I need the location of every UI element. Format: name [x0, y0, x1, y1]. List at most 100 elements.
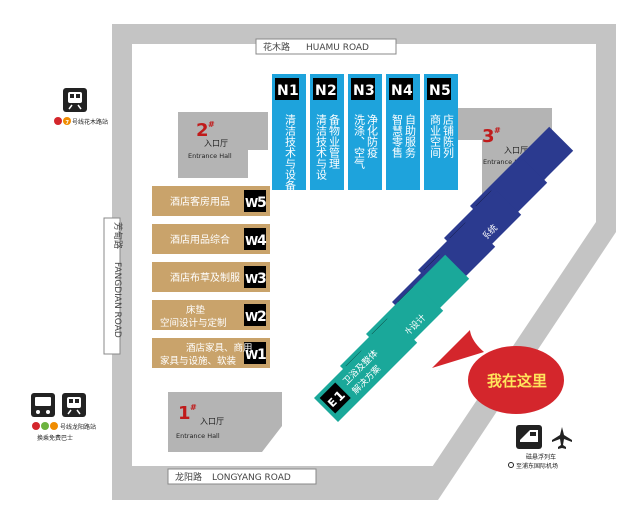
road-north-label: 花木路 HUAMU ROAD	[255, 38, 397, 55]
hall-badge-number: 1	[257, 347, 267, 363]
you-are-here-pointer	[432, 330, 484, 368]
entrance-hall-2: 2 # 入口厅 Entrance Hall	[178, 112, 268, 178]
hall-label: 酒店用品综合	[170, 233, 230, 246]
hall-label: 酒店布草及制服	[170, 271, 240, 284]
airport-label: 至浦东国际机场	[516, 462, 558, 470]
hall-label-line2: 家具与设施、软装	[160, 355, 237, 367]
hall-badge-icon	[244, 228, 266, 250]
hall-badge-letter: N	[277, 83, 289, 99]
hall-badge-letter: N	[429, 83, 441, 99]
hall-badge-letter: N	[391, 83, 403, 99]
metro-line-2-icon	[41, 422, 49, 430]
hall-badge-icon	[244, 304, 266, 326]
hall-label: 备物业管理	[328, 113, 341, 169]
hall-badge-icon	[319, 382, 351, 414]
entrance-1-cn: 入口厅	[200, 417, 224, 426]
hall-badge-letter: N	[353, 83, 365, 99]
you-are-here-bubble	[468, 346, 564, 414]
hall-badge-number: 3	[365, 83, 375, 99]
hall-badge-icon	[427, 78, 451, 100]
hall-label: 商业空间	[429, 113, 442, 159]
maglev-label: 磁悬浮列车	[526, 453, 556, 461]
hall-badge-icon	[244, 190, 266, 212]
hall-label: 酒店客房用品	[170, 195, 230, 208]
road-north-en: HUAMU ROAD	[306, 43, 369, 53]
hall-badge-number: 2	[327, 83, 337, 99]
hall-label-line1: 酒店家具、商用	[186, 342, 253, 354]
metro-line-number: 7	[66, 120, 70, 126]
metro-line-logo-icon	[54, 117, 62, 125]
hall-badge-number: 4	[403, 83, 413, 99]
hall-badge-icon	[244, 266, 266, 288]
hall-badge-icon	[389, 78, 413, 100]
entrance-3-cn: 入口厅	[504, 146, 528, 155]
bullet-icon	[508, 462, 514, 468]
road-north-band	[112, 24, 616, 44]
hall-badge-number: 5	[257, 195, 267, 211]
hall-badge-number: 3	[257, 271, 267, 287]
metro-line-7-icon-2	[50, 422, 58, 430]
road-west-en: FANGDIAN ROAD	[112, 262, 122, 338]
entrance-1-number: 1	[178, 403, 191, 424]
road-west-cn: 芳甸路	[112, 222, 124, 249]
hall-badge-letter: W	[245, 310, 258, 324]
hall-label: 店铺陈列	[442, 113, 455, 159]
road-west-label: 芳甸路 FANGDIAN ROAD	[103, 217, 124, 355]
entrance-hall-1: 1 # 入口厅 Entrance Hall	[168, 392, 282, 452]
hall-badge-icon	[313, 78, 337, 100]
metro-line-7-icon	[63, 117, 71, 125]
hall-w5[interactable]: W5 酒店客房用品	[152, 186, 270, 216]
maglev-airport: 磁悬浮列车 至浦东国际机场	[508, 424, 576, 470]
hall-badge-icon	[244, 342, 266, 364]
entrance-3-number: 3	[482, 126, 495, 147]
hall-badge-number: 2	[257, 309, 267, 325]
road-west-band	[112, 24, 132, 500]
entrance-1-en: Entrance Hall	[176, 432, 220, 440]
hall-badge-letter: W	[245, 348, 258, 362]
road-south-label: 龙阳路 LONGYANG ROAD	[167, 468, 317, 485]
hall-badge-number: 5	[441, 83, 451, 99]
entrance-2-cn: 入口厅	[204, 139, 228, 148]
hall-label-line1: 床垫	[186, 304, 206, 316]
airplane-icon	[552, 427, 572, 449]
west-halls: W5酒店客房用品W4酒店用品综合W3酒店布草及制服W2床垫空间设计与定制W1酒店…	[152, 186, 270, 368]
hall-label: 洗涤、空气	[353, 114, 366, 169]
hall-label: 自助服务	[404, 114, 417, 158]
hall-badge-number: 4	[257, 233, 267, 249]
entrance-2-number: 2	[196, 120, 209, 141]
road-east-band	[596, 24, 616, 232]
road-north-cn: 花木路	[263, 41, 290, 53]
hall-badge-number: 1	[289, 83, 299, 99]
hall-label: 净化防疫	[366, 113, 379, 159]
metro-huamu-station: 7 号线花木路站	[54, 88, 108, 126]
entrance-1-sup: #	[190, 403, 197, 412]
road-south-cn: 龙阳路	[175, 471, 202, 483]
metro-logo-icon-2	[32, 422, 40, 430]
hall-label: 智慧零售	[391, 113, 404, 159]
hall-badge-icon	[351, 78, 375, 100]
metro-huamu-label: 号线花木路站	[72, 118, 108, 126]
shuttle-label: 换乘免费巴士	[37, 434, 73, 442]
you-are-here-marker[interactable]: 我在这里	[432, 330, 564, 414]
hall-badge-letter: N	[315, 83, 327, 99]
longyang-station-label: 号线龙阳路站	[60, 423, 96, 431]
hall-label-line2: 空间设计与定制	[160, 317, 227, 329]
entrance-2-sup: #	[208, 120, 215, 129]
hall-badge-letter: W	[245, 196, 258, 210]
longyang-station: 号线龙阳路站 换乘免费巴士	[31, 393, 96, 442]
road-south-en: LONGYANG ROAD	[212, 473, 291, 483]
entrance-3-en: Entrance Hall	[483, 158, 527, 166]
